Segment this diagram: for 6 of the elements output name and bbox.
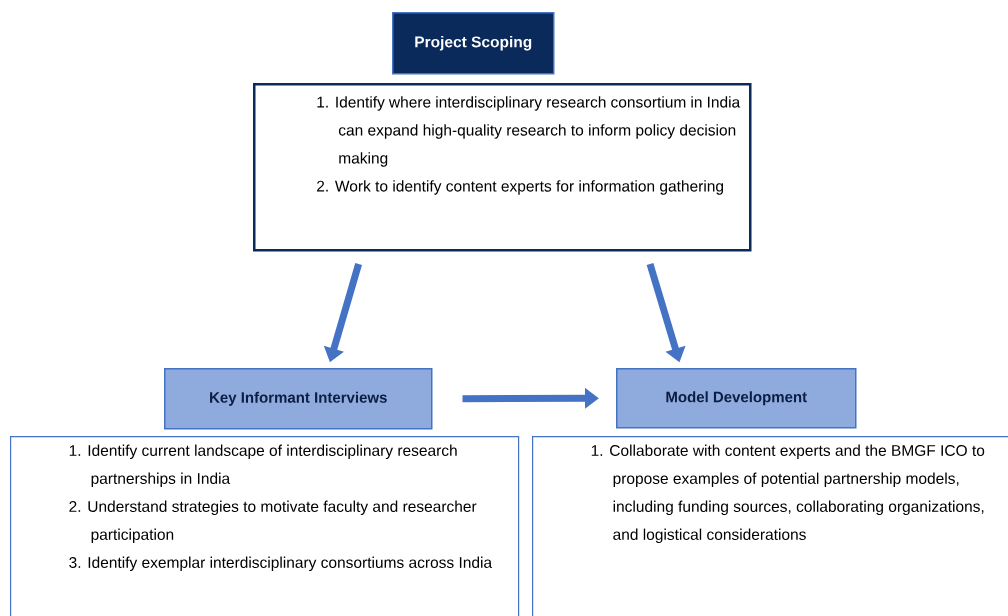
title-box: Project Scoping <box>392 12 555 75</box>
list-box: 1. Identify where interdisciplinary research consortium in India can expand high-quality research to inform policy decision making 2. Work to identify content experts for information gathering <box>253 83 752 252</box>
list-box: 1. Identify current landscape of interdisciplinary research partnerships in India 2. Understand strategies to motivate faculty and researcher participation 3. Identify exemplar interdisciplinary consortiums across India <box>10 436 520 616</box>
heading-box: Model Development <box>616 368 857 429</box>
heading-box: Key Informant Interviews <box>164 368 433 430</box>
list-box: 1. Collaborate with content experts and the BMGF ICO to propose examples of potential partnership models, including funding sources, collaborating organizations, and logistical considerations <box>532 436 1008 616</box>
